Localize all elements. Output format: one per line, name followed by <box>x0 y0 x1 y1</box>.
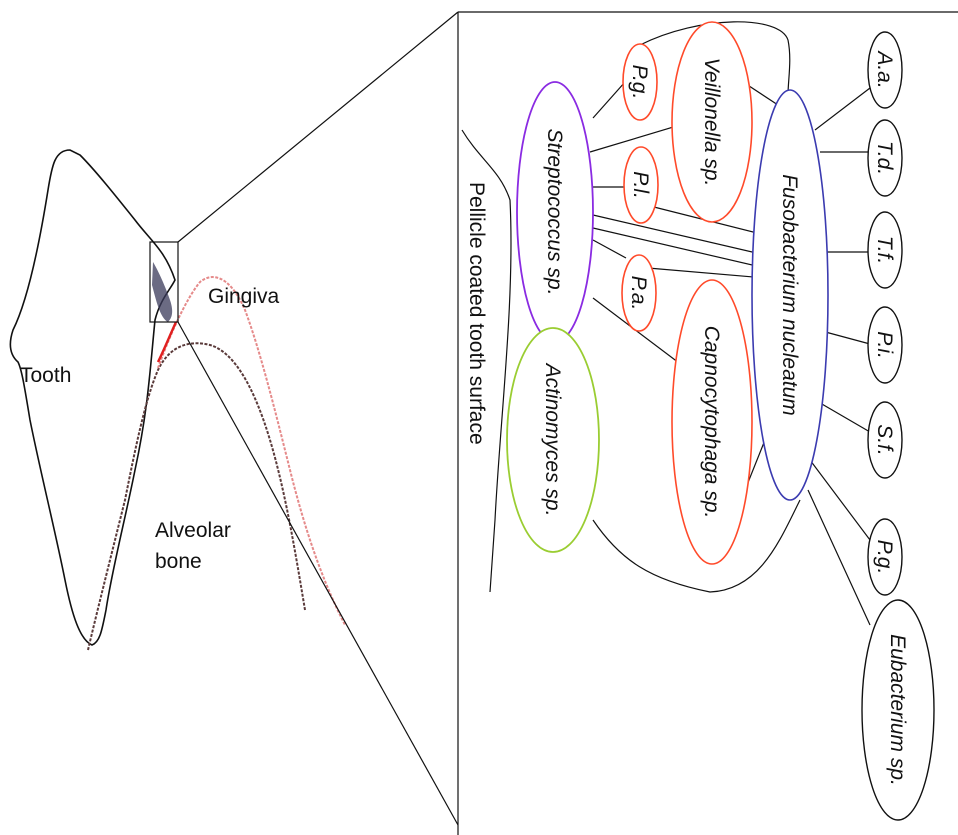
actinomyces-node <box>506 327 600 553</box>
plaque-deposit <box>152 262 173 322</box>
pi-label: P.i. <box>873 331 896 359</box>
pl-label: P.l. <box>629 171 652 199</box>
pi-node <box>867 306 903 384</box>
tooth-cross-section: Tooth Gingiva Alveolar bone <box>9 11 459 826</box>
sf-node <box>867 401 903 479</box>
fusobacterium-label: Fusobacterium nucleatum <box>778 174 801 416</box>
zoom-line-top <box>177 11 459 243</box>
tooth-label: Tooth <box>20 364 71 387</box>
veillonella-node <box>671 21 753 223</box>
gingiva-red-edge <box>156 321 178 363</box>
pg-small-label: P.g. <box>628 65 651 100</box>
pellicle-surface-label: Pellicle coated tooth surface <box>465 182 488 445</box>
eubacterium-label: Eubacterium sp. <box>886 634 909 786</box>
td-label: T.d. <box>873 141 896 175</box>
veillonella-label: Veillonella sp. <box>700 58 723 187</box>
pg-label: P.g. <box>873 540 896 575</box>
aa-node <box>867 31 903 109</box>
gingiva-outline <box>157 276 346 626</box>
aa-label: A.a. <box>873 49 896 88</box>
connection-lines <box>589 21 871 626</box>
alveolar-bone-label-line1: Alveolar <box>155 519 231 542</box>
pg-small-node <box>622 43 658 121</box>
eubacterium-node <box>861 599 935 821</box>
zoom-line-bottom <box>177 321 459 826</box>
streptococcus-label: Streptococcus sp. <box>543 129 566 296</box>
actinomyces-label: Actinomyces sp. <box>541 362 564 517</box>
fusobacterium-node <box>751 89 829 501</box>
tf-node <box>867 211 903 289</box>
capnocytophaga-label: Capnocytophaga sp. <box>700 326 723 519</box>
tf-label: T.f. <box>873 236 896 264</box>
pellicle-surface-curve <box>461 129 512 593</box>
pg-node <box>867 518 903 596</box>
pa-node <box>621 254 657 332</box>
td-node <box>867 119 903 197</box>
pa-label: P.a. <box>627 276 650 311</box>
alveolar-bone-outline <box>87 342 306 651</box>
pl-node <box>623 146 659 224</box>
tooth-outline <box>9 149 176 646</box>
capnocytophaga-node <box>671 279 753 565</box>
sf-label: S.f. <box>873 424 896 456</box>
gingiva-label: Gingiva <box>208 285 280 308</box>
alveolar-bone-label-line2: bone <box>155 550 202 573</box>
magnified-region-box <box>149 241 179 323</box>
biofilm-panel: Pellicle coated tooth surface <box>457 11 958 835</box>
